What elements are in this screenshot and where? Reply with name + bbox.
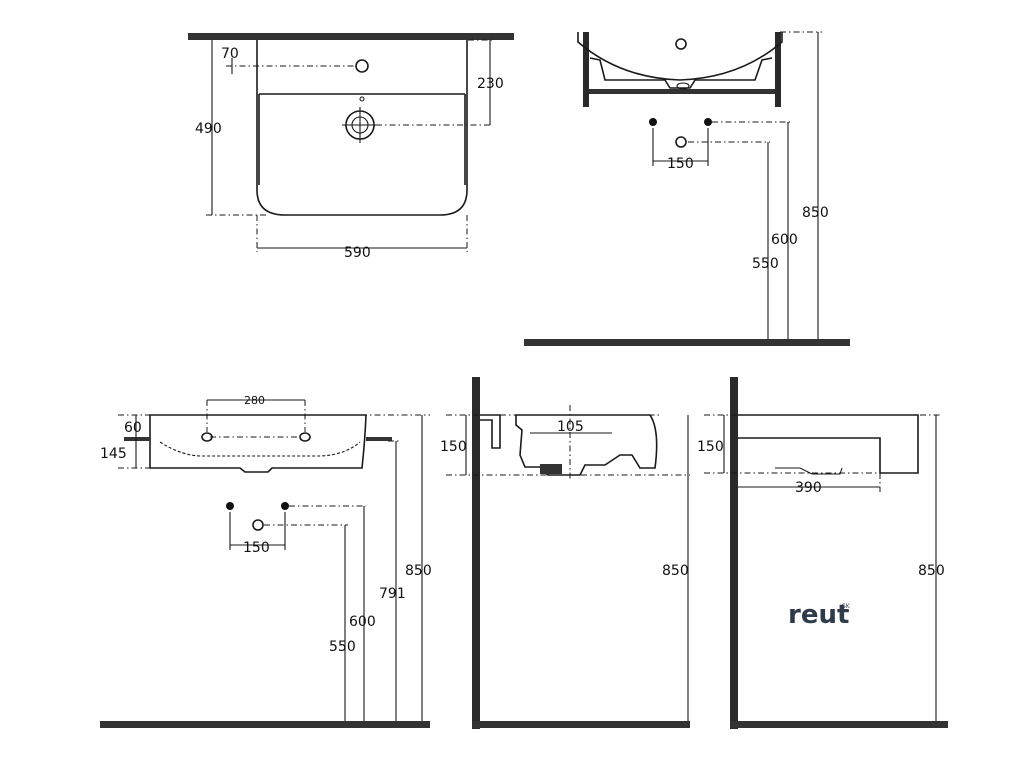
side-b-basin bbox=[738, 414, 919, 474]
top-wall-bar bbox=[188, 33, 514, 40]
dim-side-a-850: 850 bbox=[802, 205, 829, 221]
dim-front-791: 791 bbox=[379, 586, 406, 602]
top-tap-hole bbox=[355, 59, 369, 73]
dim-side-a-550: 550 bbox=[752, 256, 779, 272]
dim-front-150: 150 bbox=[243, 540, 270, 556]
top-bowl-outline bbox=[258, 93, 466, 185]
front-view: 280 60 145 150 600 550 791 850 bbox=[100, 394, 432, 728]
dim-side-b-850: 850 bbox=[918, 563, 945, 579]
section-basin bbox=[480, 414, 501, 449]
brand-logo-suffix: SK bbox=[842, 603, 851, 610]
dim-section-150: 150 bbox=[440, 439, 467, 455]
dim-side-a-600: 600 bbox=[771, 232, 798, 248]
side-b-wall bbox=[730, 377, 738, 729]
section-floor bbox=[472, 721, 690, 728]
top-view: 70 230 490 590 bbox=[188, 33, 514, 261]
section-wall bbox=[472, 377, 480, 729]
dim-top-490: 490 bbox=[195, 121, 222, 137]
dim-section-105: 105 bbox=[557, 419, 584, 435]
brand-logo: reut bbox=[788, 600, 849, 630]
dim-side-b-390: 390 bbox=[795, 480, 822, 496]
dim-side-b-150: 150 bbox=[697, 439, 724, 455]
dim-top-590: 590 bbox=[344, 245, 371, 261]
front-basin bbox=[149, 414, 367, 473]
dim-front-280: 280 bbox=[244, 394, 265, 407]
dim-front-60: 60 bbox=[124, 420, 142, 436]
dim-front-850: 850 bbox=[405, 563, 432, 579]
front-overflow-right bbox=[299, 432, 311, 442]
dim-front-600: 600 bbox=[349, 614, 376, 630]
section-view: 150 105 850 bbox=[440, 377, 690, 729]
dim-top-230: 230 bbox=[477, 76, 504, 92]
side-view-b: 150 390 850 reut SK bbox=[697, 377, 948, 729]
front-floor bbox=[100, 721, 430, 728]
dim-section-850: 850 bbox=[662, 563, 689, 579]
side-view-a: 150 600 550 850 bbox=[524, 31, 850, 346]
dim-front-550: 550 bbox=[329, 639, 356, 655]
side-a-basin bbox=[577, 32, 783, 81]
side-a-bracket bbox=[583, 89, 781, 94]
top-basin-outline bbox=[256, 40, 468, 216]
dim-top-70: 70 bbox=[221, 46, 239, 62]
dim-front-145: 145 bbox=[100, 446, 127, 462]
side-a-floor bbox=[524, 339, 850, 346]
dim-side-a-150: 150 bbox=[667, 156, 694, 172]
side-b-floor bbox=[730, 721, 948, 728]
top-overflow bbox=[359, 96, 365, 102]
